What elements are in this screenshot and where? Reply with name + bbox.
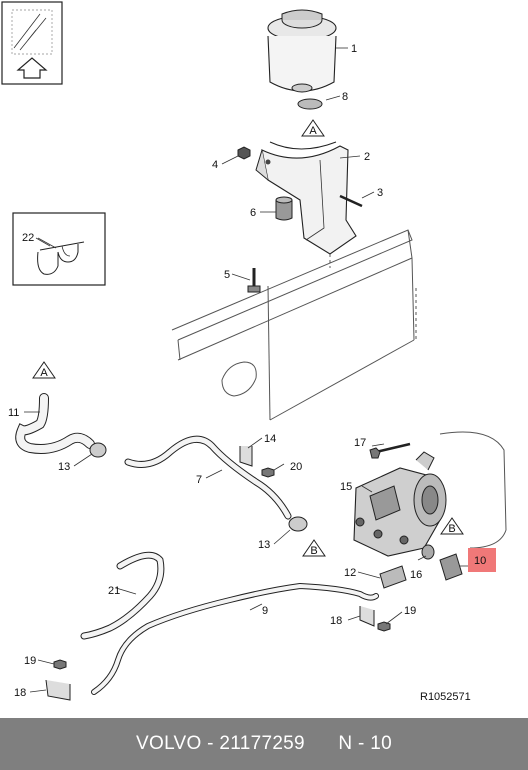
- chassis-outline: [171, 229, 507, 549]
- pipe-7: [124, 435, 292, 520]
- fitting-10: [439, 553, 463, 581]
- callout-7: 7: [196, 474, 202, 486]
- bolt-19b: [377, 621, 391, 632]
- steering-pump: [353, 451, 447, 557]
- callout-12: 12: [344, 567, 356, 579]
- svg-text:A: A: [309, 125, 317, 137]
- hose-clamp-13b: [288, 516, 308, 532]
- clamp-8: [297, 98, 323, 110]
- bracket: [255, 141, 357, 268]
- callout-15: 15: [340, 481, 352, 493]
- callout-10: 10: [474, 555, 486, 567]
- callout-13b: 13: [258, 539, 270, 551]
- callout-6: 6: [250, 207, 256, 219]
- callout-17: 17: [354, 437, 366, 449]
- marker-b2: B: [302, 539, 326, 557]
- callout-18b: 18: [330, 615, 342, 627]
- callout-20: 20: [290, 461, 302, 473]
- callout-2: 2: [364, 151, 370, 163]
- nut-4: [237, 146, 251, 160]
- orientation-inset: [1, 1, 63, 85]
- up-arrow-icon: [16, 57, 48, 79]
- marker-b1: B: [440, 517, 464, 535]
- highlight-box: [468, 548, 496, 572]
- svg-text:A: A: [40, 367, 48, 379]
- footer-gap: [305, 733, 338, 755]
- bushing-6: [275, 196, 293, 221]
- callout-14: 14: [264, 433, 276, 445]
- clip-inset: [12, 212, 106, 286]
- bolt-17: [369, 442, 411, 459]
- bolt-3: [339, 194, 363, 208]
- callout-19b: 19: [404, 605, 416, 617]
- callout-22: 22: [22, 232, 34, 244]
- clip-14: [239, 446, 253, 467]
- bolt-19a: [53, 659, 67, 670]
- marker-a1: A: [301, 119, 325, 137]
- parts-diagram: A A B B 1 2 3 4 5 6 7 8 9 10 11 12 13 13…: [1, 1, 507, 703]
- footer-bar: VOLVO - 21177259 N - 10: [0, 718, 528, 770]
- callout-11: 11: [8, 407, 19, 419]
- callout-21: 21: [108, 585, 120, 597]
- clip-18a: [45, 679, 71, 701]
- marker-a2: A: [32, 361, 56, 379]
- callout-19a: 19: [24, 655, 36, 667]
- callout-8: 8: [342, 91, 348, 103]
- svg-text:B: B: [310, 545, 317, 557]
- washer-16: [421, 544, 435, 560]
- callout-1: 1: [351, 43, 357, 55]
- fitting-12: [379, 565, 407, 589]
- callout-18a: 18: [14, 687, 26, 699]
- hose-clamp-13a: [89, 442, 107, 458]
- footer-brand: VOLVO: [136, 733, 202, 754]
- footer-separator: -: [201, 733, 220, 754]
- bolt-5: [247, 268, 261, 293]
- leader-lines: [24, 47, 470, 693]
- hose-21: [80, 551, 165, 640]
- pipe-9: [91, 582, 379, 695]
- reservoir-tank: [267, 9, 337, 93]
- callout-13a: 13: [58, 461, 70, 473]
- footer-position: N - 10: [338, 733, 392, 754]
- reference-code: R1052571: [420, 691, 471, 703]
- callout-5: 5: [224, 269, 230, 281]
- footer-part-number: 21177259: [219, 733, 305, 754]
- bolt-20: [261, 467, 275, 478]
- callout-9: 9: [262, 605, 268, 617]
- callout-4: 4: [212, 159, 218, 171]
- clip-18b: [359, 606, 375, 627]
- svg-text:B: B: [448, 523, 455, 535]
- callout-16: 16: [410, 569, 422, 581]
- hose-11: [15, 393, 95, 454]
- callout-3: 3: [377, 187, 383, 199]
